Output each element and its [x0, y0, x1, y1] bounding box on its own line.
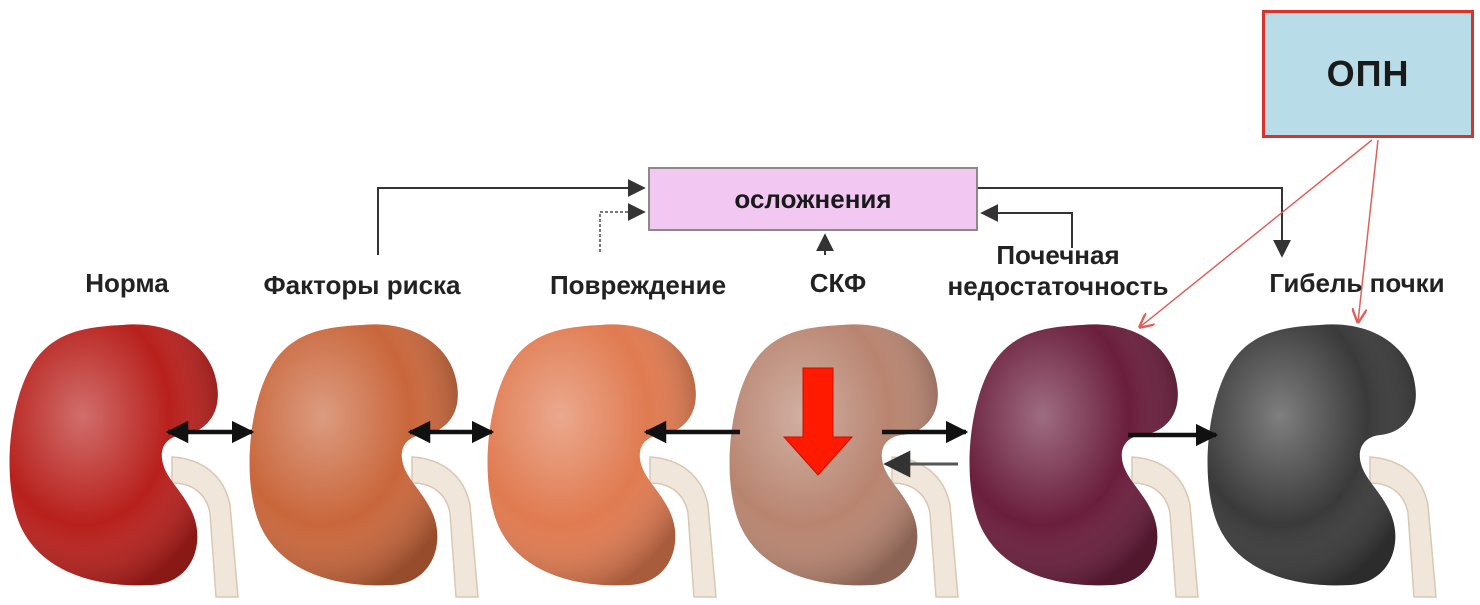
kidney-damage — [488, 324, 716, 597]
stage-label-kidney-death: Гибель почки — [1238, 268, 1476, 299]
complications-box: осложнения — [648, 167, 978, 231]
stage-label-risk-factors: Факторы риска — [232, 270, 492, 301]
arrow-damage-to-complications — [600, 212, 644, 252]
kidney-shading — [10, 324, 218, 585]
kidney-shading — [970, 324, 1178, 585]
stage-label-gfr: СКФ — [788, 268, 888, 299]
kidney-shading — [488, 324, 696, 585]
opn-box: ОПН — [1262, 10, 1474, 138]
kidney-gfr — [730, 324, 958, 597]
arrow-risk-to-complications — [378, 188, 644, 255]
stage-label-damage: Повреждение — [522, 270, 754, 301]
kidney-risk-factors — [250, 324, 478, 597]
kidney-shading — [1208, 324, 1416, 585]
complications-label: осложнения — [734, 184, 891, 215]
kidney-renal-failure — [970, 324, 1198, 597]
stage-label-renal-failure: Почечная недостаточность — [908, 240, 1208, 302]
kidney-death — [1208, 324, 1436, 597]
kidney-shading — [250, 324, 458, 585]
kidney-normal — [10, 324, 238, 597]
stage-label-norma: Норма — [62, 268, 192, 299]
opn-label: ОПН — [1327, 53, 1410, 95]
